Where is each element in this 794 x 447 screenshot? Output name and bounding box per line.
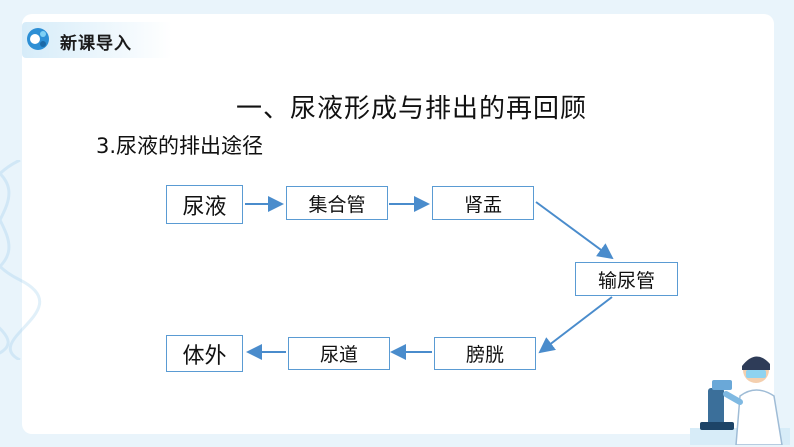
page-title: 一、尿液形成与排出的再回顾	[236, 94, 588, 124]
node-renal-pelvis: 肾盂	[432, 186, 534, 220]
node-collecting-duct: 集合管	[286, 186, 388, 220]
arrow-ureter-to-bladder	[538, 296, 613, 354]
dna-logo-icon	[27, 28, 49, 50]
dna-decoration	[0, 160, 42, 360]
header-title: 新课导入	[60, 34, 132, 54]
scientist-microscope-icon	[690, 356, 790, 445]
node-outside: 体外	[166, 335, 243, 372]
content-panel	[22, 14, 774, 434]
arrow-pelvis-to-ureter	[535, 201, 614, 260]
node-bladder: 膀胱	[434, 337, 536, 370]
section-subtitle: 3.尿液的排出途径	[96, 134, 264, 158]
node-ureter: 输尿管	[575, 262, 678, 296]
node-urethra: 尿道	[288, 337, 390, 370]
node-urine: 尿液	[166, 185, 243, 224]
